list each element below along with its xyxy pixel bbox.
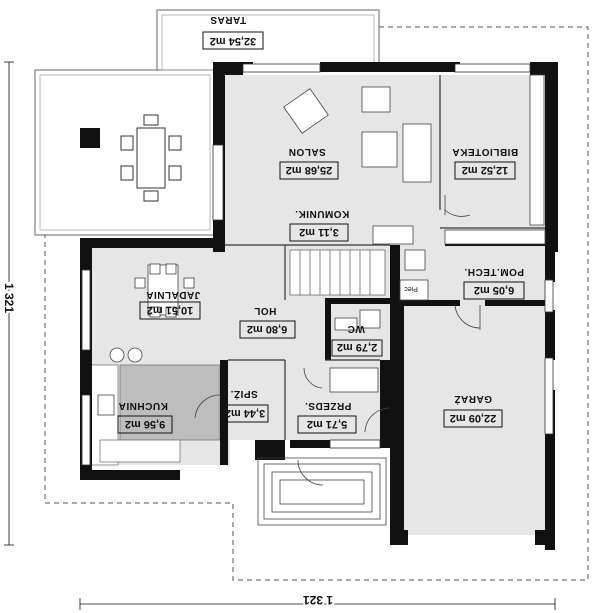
room-name-taras: TARAS (210, 14, 246, 25)
room-area-jadalnia: 10,51 m2 (147, 304, 193, 316)
room-area-hol: 6,80 m2 (247, 323, 287, 335)
staircase (289, 249, 386, 296)
dimension-lines (4, 61, 556, 610)
room-area-salon: 25,68 m2 (286, 164, 332, 176)
room-name-wc: WC (347, 323, 365, 334)
column-marker (80, 128, 100, 148)
partitions (225, 75, 545, 440)
fixture-piec: Piec (404, 285, 418, 292)
room-name-salon: SALON (288, 146, 326, 157)
kitchen-counter (119, 364, 221, 441)
windows (81, 63, 554, 466)
terrace (34, 9, 380, 236)
room-name-pomtech: POM.TECH. (464, 266, 524, 277)
room-area-garaz: 22,09 m2 (450, 412, 496, 424)
room-name-komunik: KOMUNIK. (295, 208, 350, 219)
dining-set-outdoor (120, 114, 182, 202)
entrance-steps (257, 457, 387, 526)
room-name-garaz: GARAŻ (454, 393, 492, 406)
room-area-taras: 32,54 m2 (210, 35, 256, 47)
room-name-kuchnia: KUCHNIA (118, 400, 168, 411)
kitchen-island (99, 439, 181, 463)
plot-outline (44, 26, 589, 581)
room-area-biblioteka: 12,52 m2 (462, 164, 508, 176)
dimension-depth: 1 321 (2, 283, 16, 313)
door-swings (194, 195, 481, 486)
room-area-wc: 2,79 m2 (337, 341, 377, 353)
room-area-pomtech: 6,05 m2 (474, 284, 514, 296)
room-name-jadalnia: JADALNIA (146, 289, 201, 300)
room-name-przedsionek: PRZEDS. (305, 400, 352, 411)
room-area-komunik: 3,11 m2 (299, 226, 339, 238)
room-name-hol: HOL (254, 305, 277, 316)
room-area-kuchnia: 9,56 m2 (125, 418, 165, 430)
living-furniture (97, 74, 546, 416)
room-name-spiz: SPIŻ. (230, 388, 258, 401)
room-name-biblioteka: BIBLIOTEKA (452, 146, 518, 157)
dimension-width: 1 321 (303, 593, 333, 607)
room-area-spiz: 3,44 m2 (225, 407, 265, 419)
room-area-przedsionek: 5,71 m2 (307, 418, 347, 430)
